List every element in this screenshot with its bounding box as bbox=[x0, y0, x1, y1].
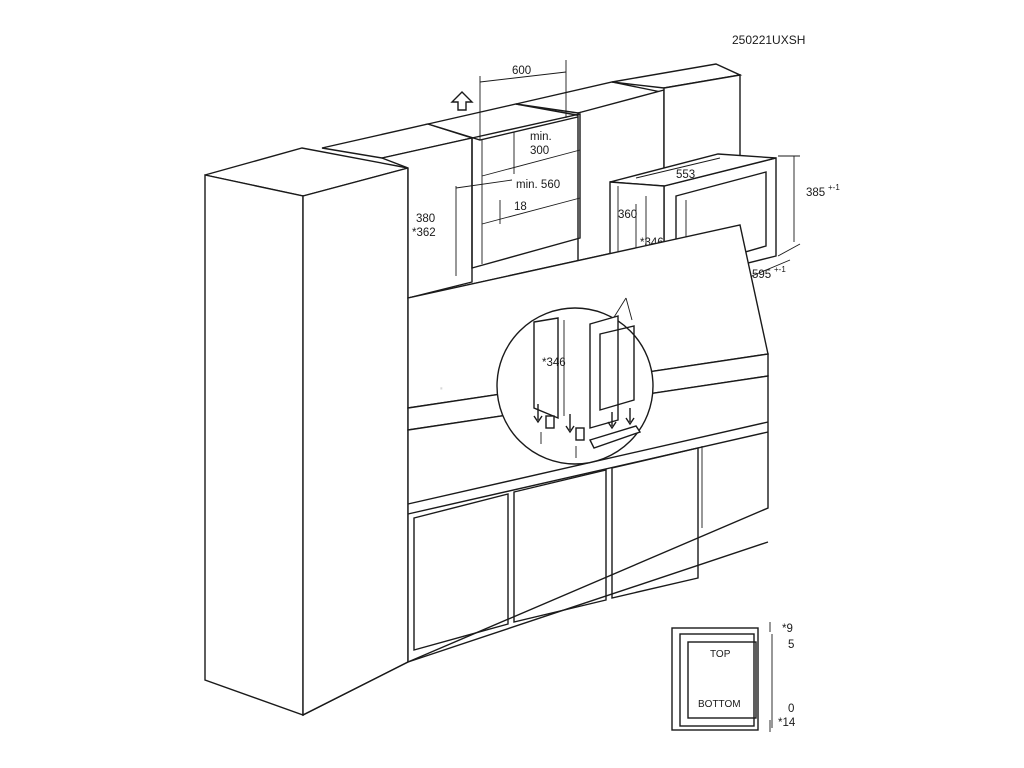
watermark: · bbox=[438, 377, 445, 399]
svg-text:*346: *346 bbox=[542, 357, 566, 369]
oven-width-dimension: 553 bbox=[635, 157, 721, 181]
svg-text:+-1: +-1 bbox=[828, 183, 840, 192]
svg-text:+-1: +-1 bbox=[774, 265, 786, 274]
svg-text:*362: *362 bbox=[412, 227, 436, 239]
svg-text:0: 0 bbox=[788, 703, 794, 715]
svg-text:TOP: TOP bbox=[710, 649, 731, 660]
min-depth-dimension: min. 560 bbox=[455, 179, 560, 191]
svg-text:*14: *14 bbox=[778, 717, 796, 729]
svg-text:380: 380 bbox=[416, 213, 435, 225]
down-arrow-icon bbox=[533, 404, 635, 434]
svg-text:553: 553 bbox=[676, 169, 695, 181]
gap-dimension: 18 bbox=[499, 200, 527, 224]
svg-text:300: 300 bbox=[530, 145, 549, 157]
niche-width-dimension: 600 bbox=[479, 60, 567, 140]
svg-text:18: 18 bbox=[514, 201, 527, 213]
svg-text:385: 385 bbox=[806, 187, 825, 199]
frame-height-dimension: 385 +-1 bbox=[777, 155, 840, 257]
frame-section-detail: TOP BOTTOM *9 5 0 *14 bbox=[671, 622, 796, 732]
svg-text:*9: *9 bbox=[782, 623, 793, 635]
svg-text:min.: min. bbox=[530, 131, 552, 143]
tall-cabinet bbox=[204, 147, 409, 717]
svg-text:600: 600 bbox=[512, 65, 531, 77]
svg-text:BOTTOM: BOTTOM bbox=[698, 699, 741, 710]
svg-text:5: 5 bbox=[788, 639, 794, 651]
niche-height-dimension: 380 *362 bbox=[412, 186, 457, 276]
svg-text:360: 360 bbox=[618, 209, 637, 221]
screw-icon bbox=[540, 415, 585, 458]
min-height-dimension: min. 300 bbox=[530, 131, 552, 157]
svg-text:595: 595 bbox=[752, 269, 771, 281]
model-code: 250221UXSH bbox=[732, 33, 805, 47]
up-arrow-icon bbox=[450, 91, 474, 111]
svg-text:min. 560: min. 560 bbox=[516, 179, 560, 191]
